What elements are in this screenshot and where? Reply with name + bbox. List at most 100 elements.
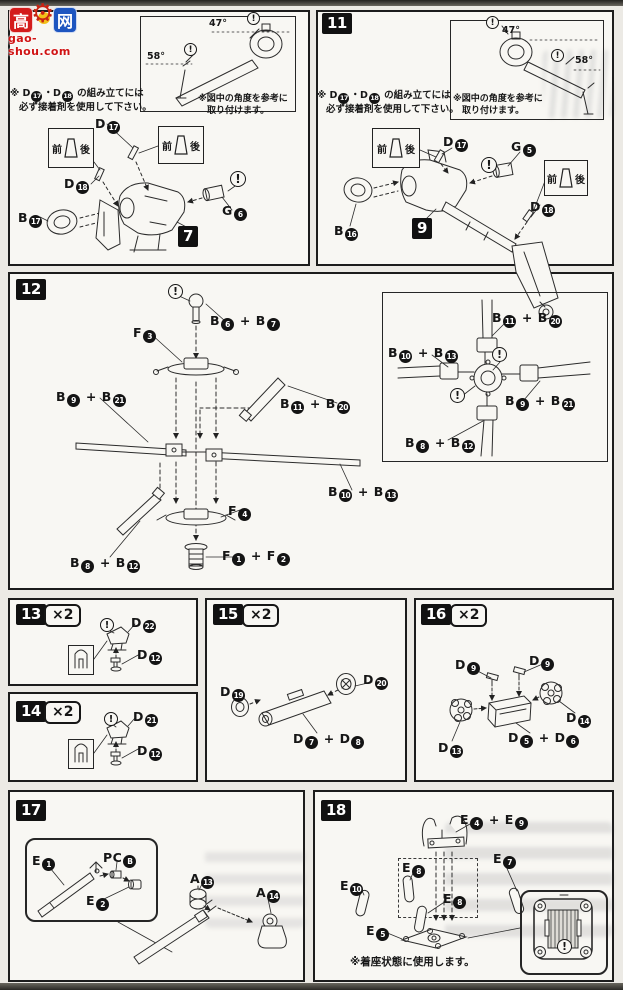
front-label: 前 xyxy=(547,174,557,186)
part-silhouette-icon xyxy=(174,135,188,155)
step-number-14: 14 xyxy=(16,701,46,722)
attention-icon: ! xyxy=(486,16,499,29)
part-number-circle: 8 xyxy=(81,560,95,574)
angle-reference-note: ※図中の角度を参考に 取り付けます。 xyxy=(453,93,543,117)
part-outline-inset xyxy=(68,645,94,675)
part-number-circle: 5 xyxy=(376,928,390,942)
scan-edge-bottom xyxy=(0,983,623,990)
angle-detail-inset xyxy=(450,20,604,120)
seated-note-line: ※着座状態に使用します。 xyxy=(350,956,475,968)
skid-top-view-inset xyxy=(520,890,608,975)
part-number-circle: 2 xyxy=(96,898,110,912)
part-number-circle: 7 xyxy=(266,318,280,332)
part-number-circle: 5 xyxy=(522,144,536,158)
part-number-circle: 9 xyxy=(540,658,554,672)
part-number-circle: 9 xyxy=(514,817,528,831)
orientation-box: 前 後 xyxy=(48,128,94,168)
front-label: 前 xyxy=(162,141,172,153)
attention-icon: ! xyxy=(450,388,465,403)
front-label: 前 xyxy=(52,144,62,156)
angle-47-label: 47° xyxy=(209,18,227,29)
logo-kanji-left: 高 xyxy=(10,8,32,32)
back-label: 後 xyxy=(575,174,585,186)
part-number-circle: 6 xyxy=(566,735,580,749)
glue-note-line2: 必ず接着剤を使用して下さい。 xyxy=(19,101,152,113)
part-number-circle: 16 xyxy=(345,228,359,242)
angle-reference-note: ※図中の角度を参考に 取り付けます。 xyxy=(198,93,288,117)
quantity-x2-badge: ×2 xyxy=(242,604,280,627)
part-number-circle: 8 xyxy=(453,896,467,910)
part-number-circle: 1 xyxy=(232,553,246,567)
part-number-circle: 22 xyxy=(142,620,156,634)
attention-icon: ! xyxy=(481,157,497,173)
part-number-circle: 12 xyxy=(461,440,475,454)
attention-icon: ! xyxy=(104,712,118,726)
front-label: 前 xyxy=(377,144,387,156)
part-number-circle: 3 xyxy=(143,330,157,344)
part-number-circle: 4 xyxy=(238,508,252,522)
part-number-circle: 13 xyxy=(444,350,458,364)
attention-icon: ! xyxy=(247,12,260,25)
part-number-circle: 10 xyxy=(399,350,413,364)
part-number-circle: 10 xyxy=(339,489,353,503)
scan-edge-top xyxy=(0,0,623,6)
attention-icon: ! xyxy=(492,347,507,362)
step-number-7: 7 xyxy=(178,226,198,247)
part-number-circle: 13 xyxy=(449,745,463,759)
part-number-circle: 4 xyxy=(470,817,484,831)
orientation-box: 前 後 xyxy=(544,160,588,196)
seated-state-note: ※着座状態に使用します。 xyxy=(350,956,475,968)
part-number-circle: 18 xyxy=(541,204,555,218)
part-number-circle: 6 xyxy=(233,208,247,222)
part-number-circle: 9 xyxy=(516,398,530,412)
step-number-16: 16 xyxy=(421,604,451,625)
part-number-circle: 17 xyxy=(454,139,468,153)
part-number-circle: 8 xyxy=(412,865,426,879)
gear-icon: ⚙ xyxy=(31,0,55,29)
part-number-circle: 18 xyxy=(75,181,89,195)
step-number-13: 13 xyxy=(16,604,46,625)
back-label: 後 xyxy=(80,144,90,156)
part-number-circle: 10 xyxy=(350,883,364,897)
step-number-15: 15 xyxy=(213,604,243,625)
part-number-circle: 9 xyxy=(466,662,480,676)
step-number-9: 9 xyxy=(412,218,432,239)
part-number-circle: 6 xyxy=(221,318,235,332)
step-number-11: 11 xyxy=(322,13,352,34)
part-number-circle: 7 xyxy=(503,856,517,870)
quantity-x2-badge: ×2 xyxy=(44,701,82,724)
attention-icon: ! xyxy=(557,939,572,954)
part-number-circle: 12 xyxy=(126,560,140,574)
glue-note-line2: 必ず接着剤を使用して下さい。 xyxy=(326,103,459,115)
